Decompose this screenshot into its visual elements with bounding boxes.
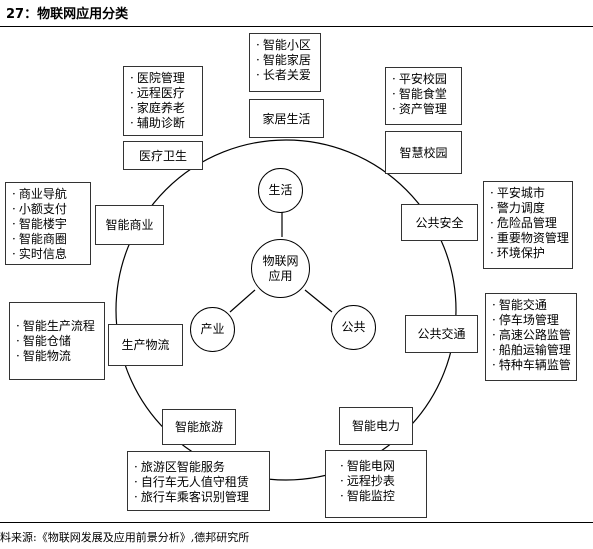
list-item: 重要物资管理 xyxy=(490,231,569,246)
list-item: 智能仓储 xyxy=(16,334,98,349)
list-item: 停车场管理 xyxy=(492,313,570,328)
safety-items-box: 平安城市 警力调度 危险品管理 重要物资管理 环境保护 xyxy=(483,181,573,269)
category-label: 智能电力 xyxy=(351,419,400,433)
list-item: 环境保护 xyxy=(490,246,566,261)
figure-title: 27：物联网应用分类 xyxy=(6,7,129,22)
list-item: 智能小区 xyxy=(256,38,314,53)
production-items-box: 智能生产流程 智能仓储 智能物流 xyxy=(9,302,105,380)
list-item: 远程抄表 xyxy=(340,474,420,489)
list-item: 医院管理 xyxy=(130,71,196,86)
list-item: 智能交通 xyxy=(492,298,570,313)
list-item: 危险品管理 xyxy=(490,216,566,231)
list-item: 平安校园 xyxy=(392,72,455,87)
category-label: 公共交通 xyxy=(417,327,466,341)
list-item: 家庭养老 xyxy=(130,101,196,116)
tourism-label-box: 智能旅游 xyxy=(162,409,236,445)
medical-items-box: 医院管理 远程医疗 家庭养老 辅助诊断 xyxy=(123,66,203,136)
list-item: 平安城市 xyxy=(490,186,566,201)
campus-items-box: 平安校园 智能食堂 资产管理 xyxy=(385,67,462,125)
list-item: 远程医疗 xyxy=(130,86,196,101)
home-label-box: 家居生活 xyxy=(249,99,324,138)
hub-life-label: 生活 xyxy=(268,183,293,197)
home-items-box: 智能小区 智能家居 长者关爱 xyxy=(249,33,321,92)
traffic-label-box: 公共交通 xyxy=(405,315,478,353)
list-item: 智能楼宇 xyxy=(12,217,84,232)
hub-life: 生活 xyxy=(258,168,303,213)
category-label: 家居生活 xyxy=(262,111,311,126)
power-items-box: 智能电网 远程抄表 智能监控 xyxy=(325,450,427,518)
list-item: 小额支付 xyxy=(12,202,84,217)
commerce-items-box: 商业导航 小额支付 智能楼宇 智能商圈 实时信息 xyxy=(5,182,91,265)
production-label-box: 生产物流 xyxy=(108,324,183,366)
category-label: 智能旅游 xyxy=(174,420,223,434)
tourism-items-box: 旅游区智能服务 自行车无人值守租赁 旅行车乘客识别管理 xyxy=(127,451,270,511)
list-item: 智能监控 xyxy=(340,489,420,504)
list-item: 智能食堂 xyxy=(392,87,455,102)
power-label-box: 智能电力 xyxy=(339,407,413,445)
commerce-label-box: 智能商业 xyxy=(95,205,164,245)
category-label: 智慧校园 xyxy=(399,145,448,160)
list-item: 旅行车乘客识别管理 xyxy=(134,490,263,505)
list-item: 资产管理 xyxy=(392,102,455,117)
list-item: 商业导航 xyxy=(12,187,84,202)
center-label: 物联网 应用 xyxy=(262,253,299,283)
list-item: 智能家居 xyxy=(256,53,314,68)
list-item: 旅游区智能服务 xyxy=(134,460,263,475)
hub-industry-label: 产业 xyxy=(200,322,225,336)
list-item: 智能商圈 xyxy=(12,232,84,247)
connector-industry xyxy=(229,289,256,313)
traffic-items-box: 智能交通 停车场管理 高速公路监管 船舶运输管理 特种车辆监管 xyxy=(485,293,577,381)
hub-public-label: 公共 xyxy=(341,320,366,334)
list-item: 辅助诊断 xyxy=(130,116,196,131)
safety-label-box: 公共安全 xyxy=(401,204,478,241)
list-item: 自行车无人值守租赁 xyxy=(134,475,263,490)
list-item: 智能生产流程 xyxy=(16,319,98,334)
source-note: 料来源:《物联网发展及应用前景分析》,德邦研究所 xyxy=(0,531,250,544)
category-label: 医疗卫生 xyxy=(138,148,187,163)
hub-public: 公共 xyxy=(331,305,376,350)
list-item: 高速公路监管 xyxy=(492,328,571,343)
list-item: 智能电网 xyxy=(340,459,420,474)
category-label: 智能商业 xyxy=(105,218,154,232)
hub-industry: 产业 xyxy=(190,307,235,352)
list-item: 智能物流 xyxy=(16,349,98,364)
center-node: 物联网 应用 xyxy=(251,239,310,298)
list-item: 长者关爱 xyxy=(256,68,314,83)
list-item: 实时信息 xyxy=(12,247,84,262)
connector-public xyxy=(304,289,333,313)
bottom-rule xyxy=(0,522,593,523)
outer-circle xyxy=(115,139,457,481)
medical-label-box: 医疗卫生 xyxy=(123,141,203,170)
campus-label-box: 智慧校园 xyxy=(385,131,462,174)
list-item: 特种车辆监管 xyxy=(492,358,571,373)
list-item: 船舶运输管理 xyxy=(492,343,571,358)
category-label: 生产物流 xyxy=(121,338,170,352)
top-rule xyxy=(0,26,593,27)
list-item: 警力调度 xyxy=(490,201,566,216)
category-label: 公共安全 xyxy=(415,215,464,230)
